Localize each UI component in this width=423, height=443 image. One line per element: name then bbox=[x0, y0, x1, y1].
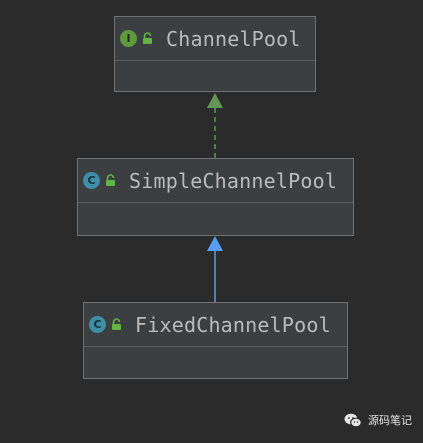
node-simple-channel-pool[interactable]: C SimpleChannelPool bbox=[77, 158, 354, 236]
node-name: ChannelPool bbox=[166, 26, 301, 51]
edge-extends bbox=[207, 236, 223, 302]
watermark: 源码笔记 bbox=[344, 412, 412, 428]
wechat-icon bbox=[344, 413, 362, 427]
lock-icon bbox=[143, 32, 152, 44]
node-header: C SimpleChannelPool bbox=[78, 159, 353, 203]
node-fixed-channel-pool[interactable]: C FixedChannelPool bbox=[83, 302, 348, 379]
lock-icon bbox=[112, 318, 121, 330]
extends-arrow-head bbox=[207, 236, 223, 251]
edge-implements bbox=[207, 93, 223, 158]
node-header: I ChannelPool bbox=[115, 17, 315, 61]
node-name: FixedChannelPool bbox=[135, 312, 331, 337]
node-header: C FixedChannelPool bbox=[84, 303, 347, 347]
lock-icon bbox=[106, 174, 115, 186]
watermark-text: 源码笔记 bbox=[368, 414, 412, 427]
class-badge-icon: C bbox=[83, 172, 100, 189]
implements-arrow-head bbox=[207, 93, 223, 108]
node-name: SimpleChannelPool bbox=[129, 168, 338, 193]
class-badge-icon: C bbox=[89, 316, 106, 333]
interface-badge-icon: I bbox=[120, 30, 137, 47]
node-channel-pool[interactable]: I ChannelPool bbox=[114, 16, 316, 92]
